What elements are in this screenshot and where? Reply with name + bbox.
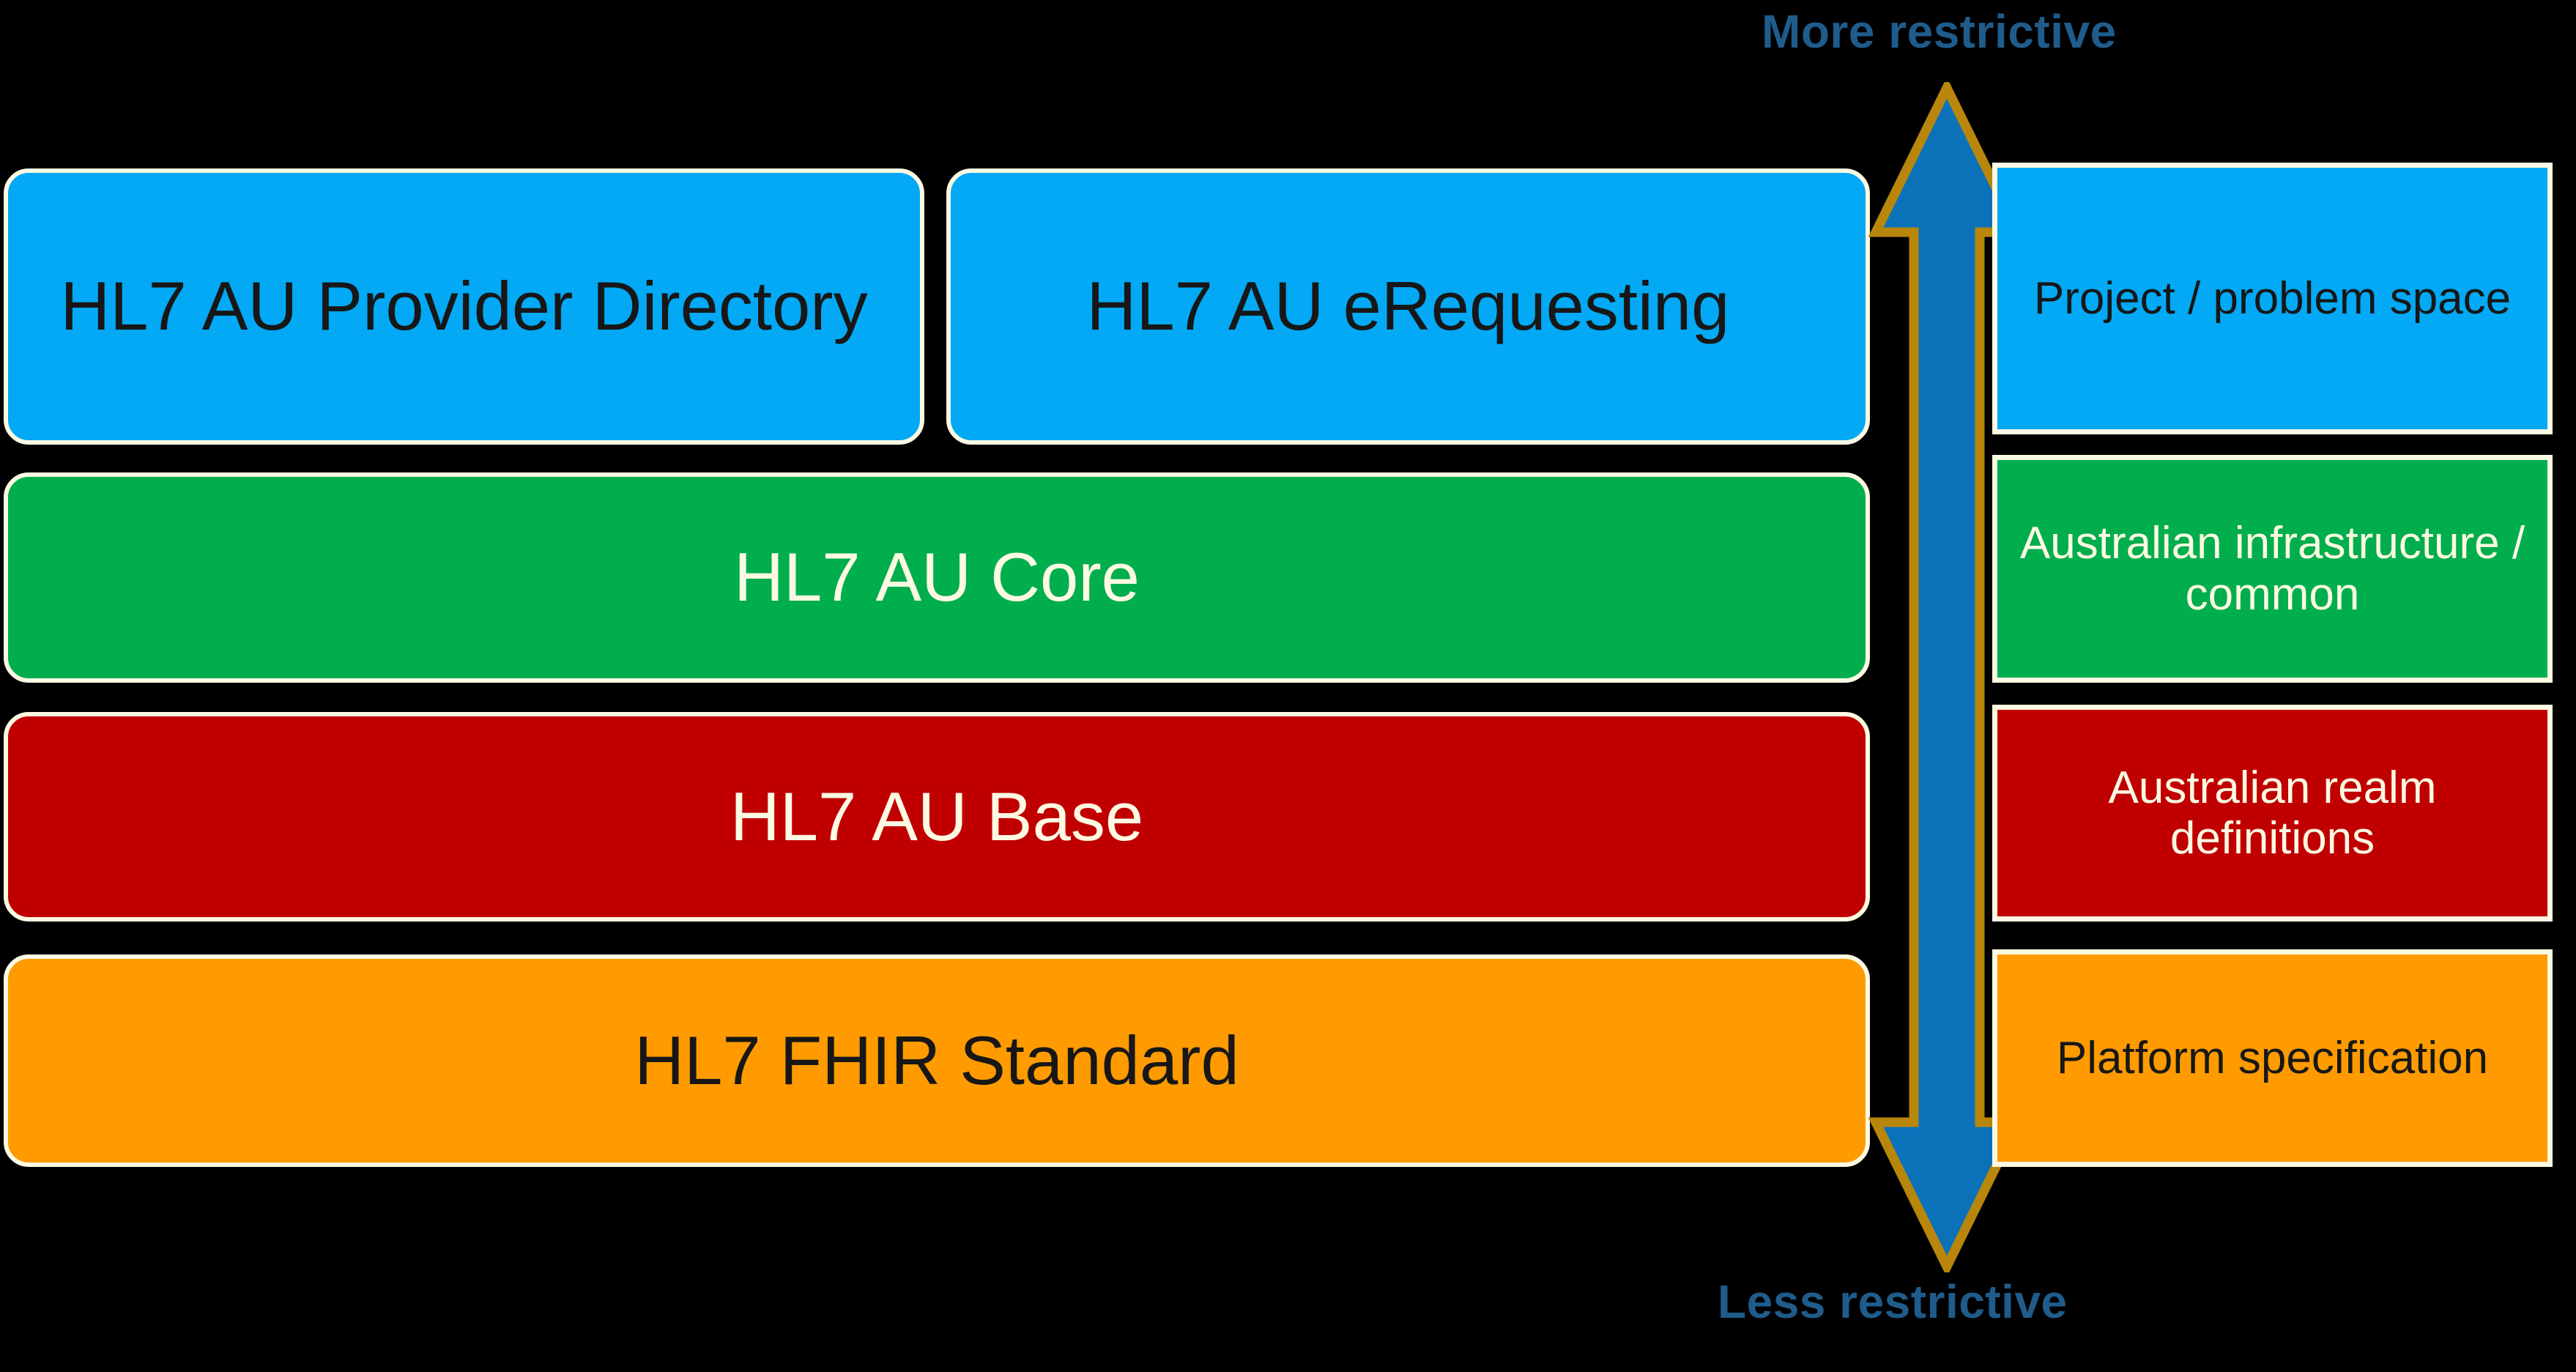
layer-box-erequesting[interactable]: HL7 AU eRequesting xyxy=(946,168,1870,445)
axis-label-less-restrictive: Less restrictive xyxy=(1718,1275,2068,1328)
legend-item-label: Project / problem space xyxy=(2033,272,2512,324)
layer-box-au-base[interactable]: HL7 AU Base xyxy=(4,712,1870,922)
legend-item-label: Australian infrastructure / common xyxy=(2019,518,2525,620)
layer-box-label: HL7 AU eRequesting xyxy=(1086,267,1730,345)
legend-item-australian-realm-definitions[interactable]: Australian realm definitions xyxy=(1992,705,2553,922)
layer-box-label: HL7 AU Core xyxy=(734,538,1140,616)
layer-box-label: HL7 AU Base xyxy=(730,777,1144,855)
legend-item-label: Australian realm definitions xyxy=(2108,762,2437,864)
legend-item-label: Platform specification xyxy=(2056,1032,2489,1083)
layer-box-provider-directory[interactable]: HL7 AU Provider Directory xyxy=(4,168,924,445)
legend-item-australian-infrastructure-common[interactable]: Australian infrastructure / common xyxy=(1992,455,2553,683)
legend-item-project-problem-space[interactable]: Project / problem space xyxy=(1992,163,2553,434)
axis-label-more-restrictive: More restrictive xyxy=(1762,5,2117,58)
legend-item-platform-specification[interactable]: Platform specification xyxy=(1992,949,2553,1167)
layer-box-label: HL7 FHIR Standard xyxy=(634,1021,1239,1099)
layer-box-label: HL7 AU Provider Directory xyxy=(60,267,868,345)
layer-box-au-core[interactable]: HL7 AU Core xyxy=(4,472,1870,683)
layer-box-fhir-standard[interactable]: HL7 FHIR Standard xyxy=(4,954,1870,1167)
